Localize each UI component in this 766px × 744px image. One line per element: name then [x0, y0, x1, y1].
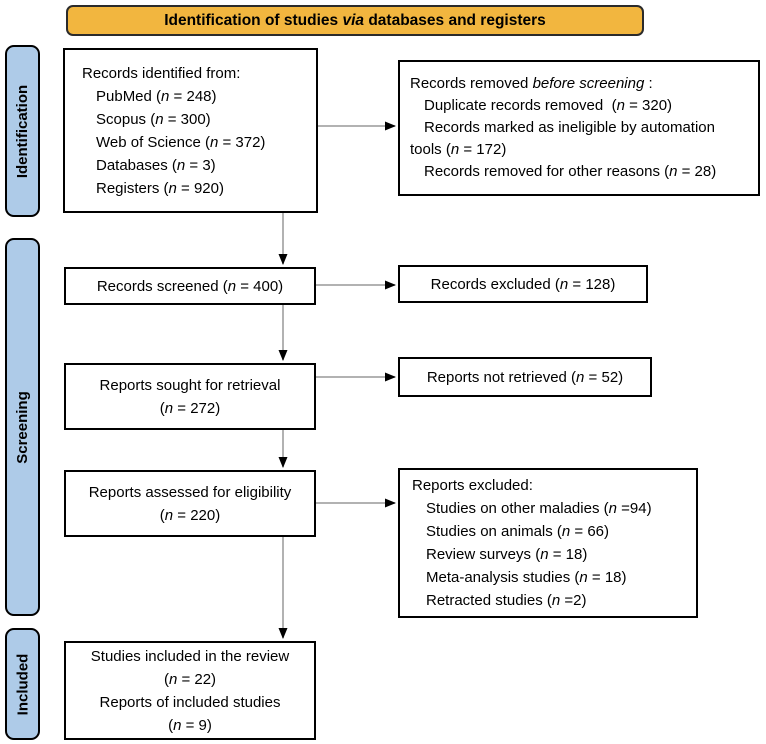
text-line: (n = 272) — [159, 399, 221, 417]
text-line: Meta-analysis studies (n = 18) — [426, 569, 627, 586]
text-line: Retracted studies (n =2) — [426, 592, 587, 609]
text-line: Records screened (n = 400) — [96, 277, 284, 295]
stage-label-included: Included — [5, 628, 40, 740]
stage-label-screening: Screening — [5, 238, 40, 616]
text-line: Reports not retrieved (n = 52) — [426, 368, 624, 386]
text-line: tools (n = 172) — [410, 141, 507, 158]
box-records-identified: Records identified from: PubMed (n = 248)… — [63, 48, 318, 213]
text-line: (n = 9) — [168, 716, 212, 734]
text-line: Review surveys (n = 18) — [426, 546, 588, 563]
box-reports-excluded: Reports excluded: Studies on other maladi… — [398, 468, 698, 618]
text-line: Records excluded (n = 128) — [430, 275, 616, 293]
text-line: Records marked as ineligible by automati… — [424, 119, 715, 136]
box-records-screened: Records screened (n = 400) — [64, 267, 316, 305]
stage-label-identification-text: Identification — [14, 84, 31, 178]
text-line: (n = 22) — [163, 670, 217, 688]
stage-label-identification: Identification — [5, 45, 40, 217]
stage-label-included-text: Included — [14, 653, 32, 715]
text-line: Records identified from: — [82, 64, 241, 82]
stage-label-screening-text: Screening — [14, 390, 31, 464]
text-line: (n = 220) — [159, 506, 221, 524]
box-reports-sought-for-retrieval: Reports sought for retrieval (n = 272) — [64, 363, 316, 430]
text-line: Registers (n = 920) — [96, 179, 224, 197]
text-line: Studies included in the review — [90, 647, 290, 665]
box-records-excluded: Records excluded (n = 128) — [398, 265, 648, 303]
box-records-removed-before-screening: Records removed before screening : Duplic… — [398, 60, 760, 196]
text-line: Reports sought for retrieval — [99, 376, 281, 394]
text-line: PubMed (n = 248) — [96, 87, 217, 105]
text-line: Scopus (n = 300) — [96, 110, 211, 128]
text-line: Duplicate records removed (n = 320) — [424, 97, 673, 114]
box-reports-not-retrieved: Reports not retrieved (n = 52) — [398, 357, 652, 397]
box-studies-included-in-review: Studies included in the review (n = 22) Re… — [64, 641, 316, 740]
text-line: Records removed for other reasons (n = 2… — [424, 163, 717, 180]
text-line: Reports of included studies — [99, 693, 281, 711]
text-line: Reports assessed for eligibility — [88, 483, 292, 501]
box-reports-assessed-for-eligibility: Reports assessed for eligibility (n = 220… — [64, 470, 316, 537]
text-line: Web of Science (n = 372) — [96, 133, 266, 151]
text-line: Records removed before screening : — [410, 75, 653, 92]
text-line: Reports excluded: — [412, 477, 533, 494]
text-line: Studies on animals (n = 66) — [426, 523, 610, 540]
text-line: Identification of studies via databases … — [164, 11, 546, 29]
text-line: Studies on other maladies (n =94) — [426, 500, 652, 517]
banner-title: Identification of studies via databases … — [66, 5, 644, 36]
text-line: Databases (n = 3) — [96, 156, 216, 174]
